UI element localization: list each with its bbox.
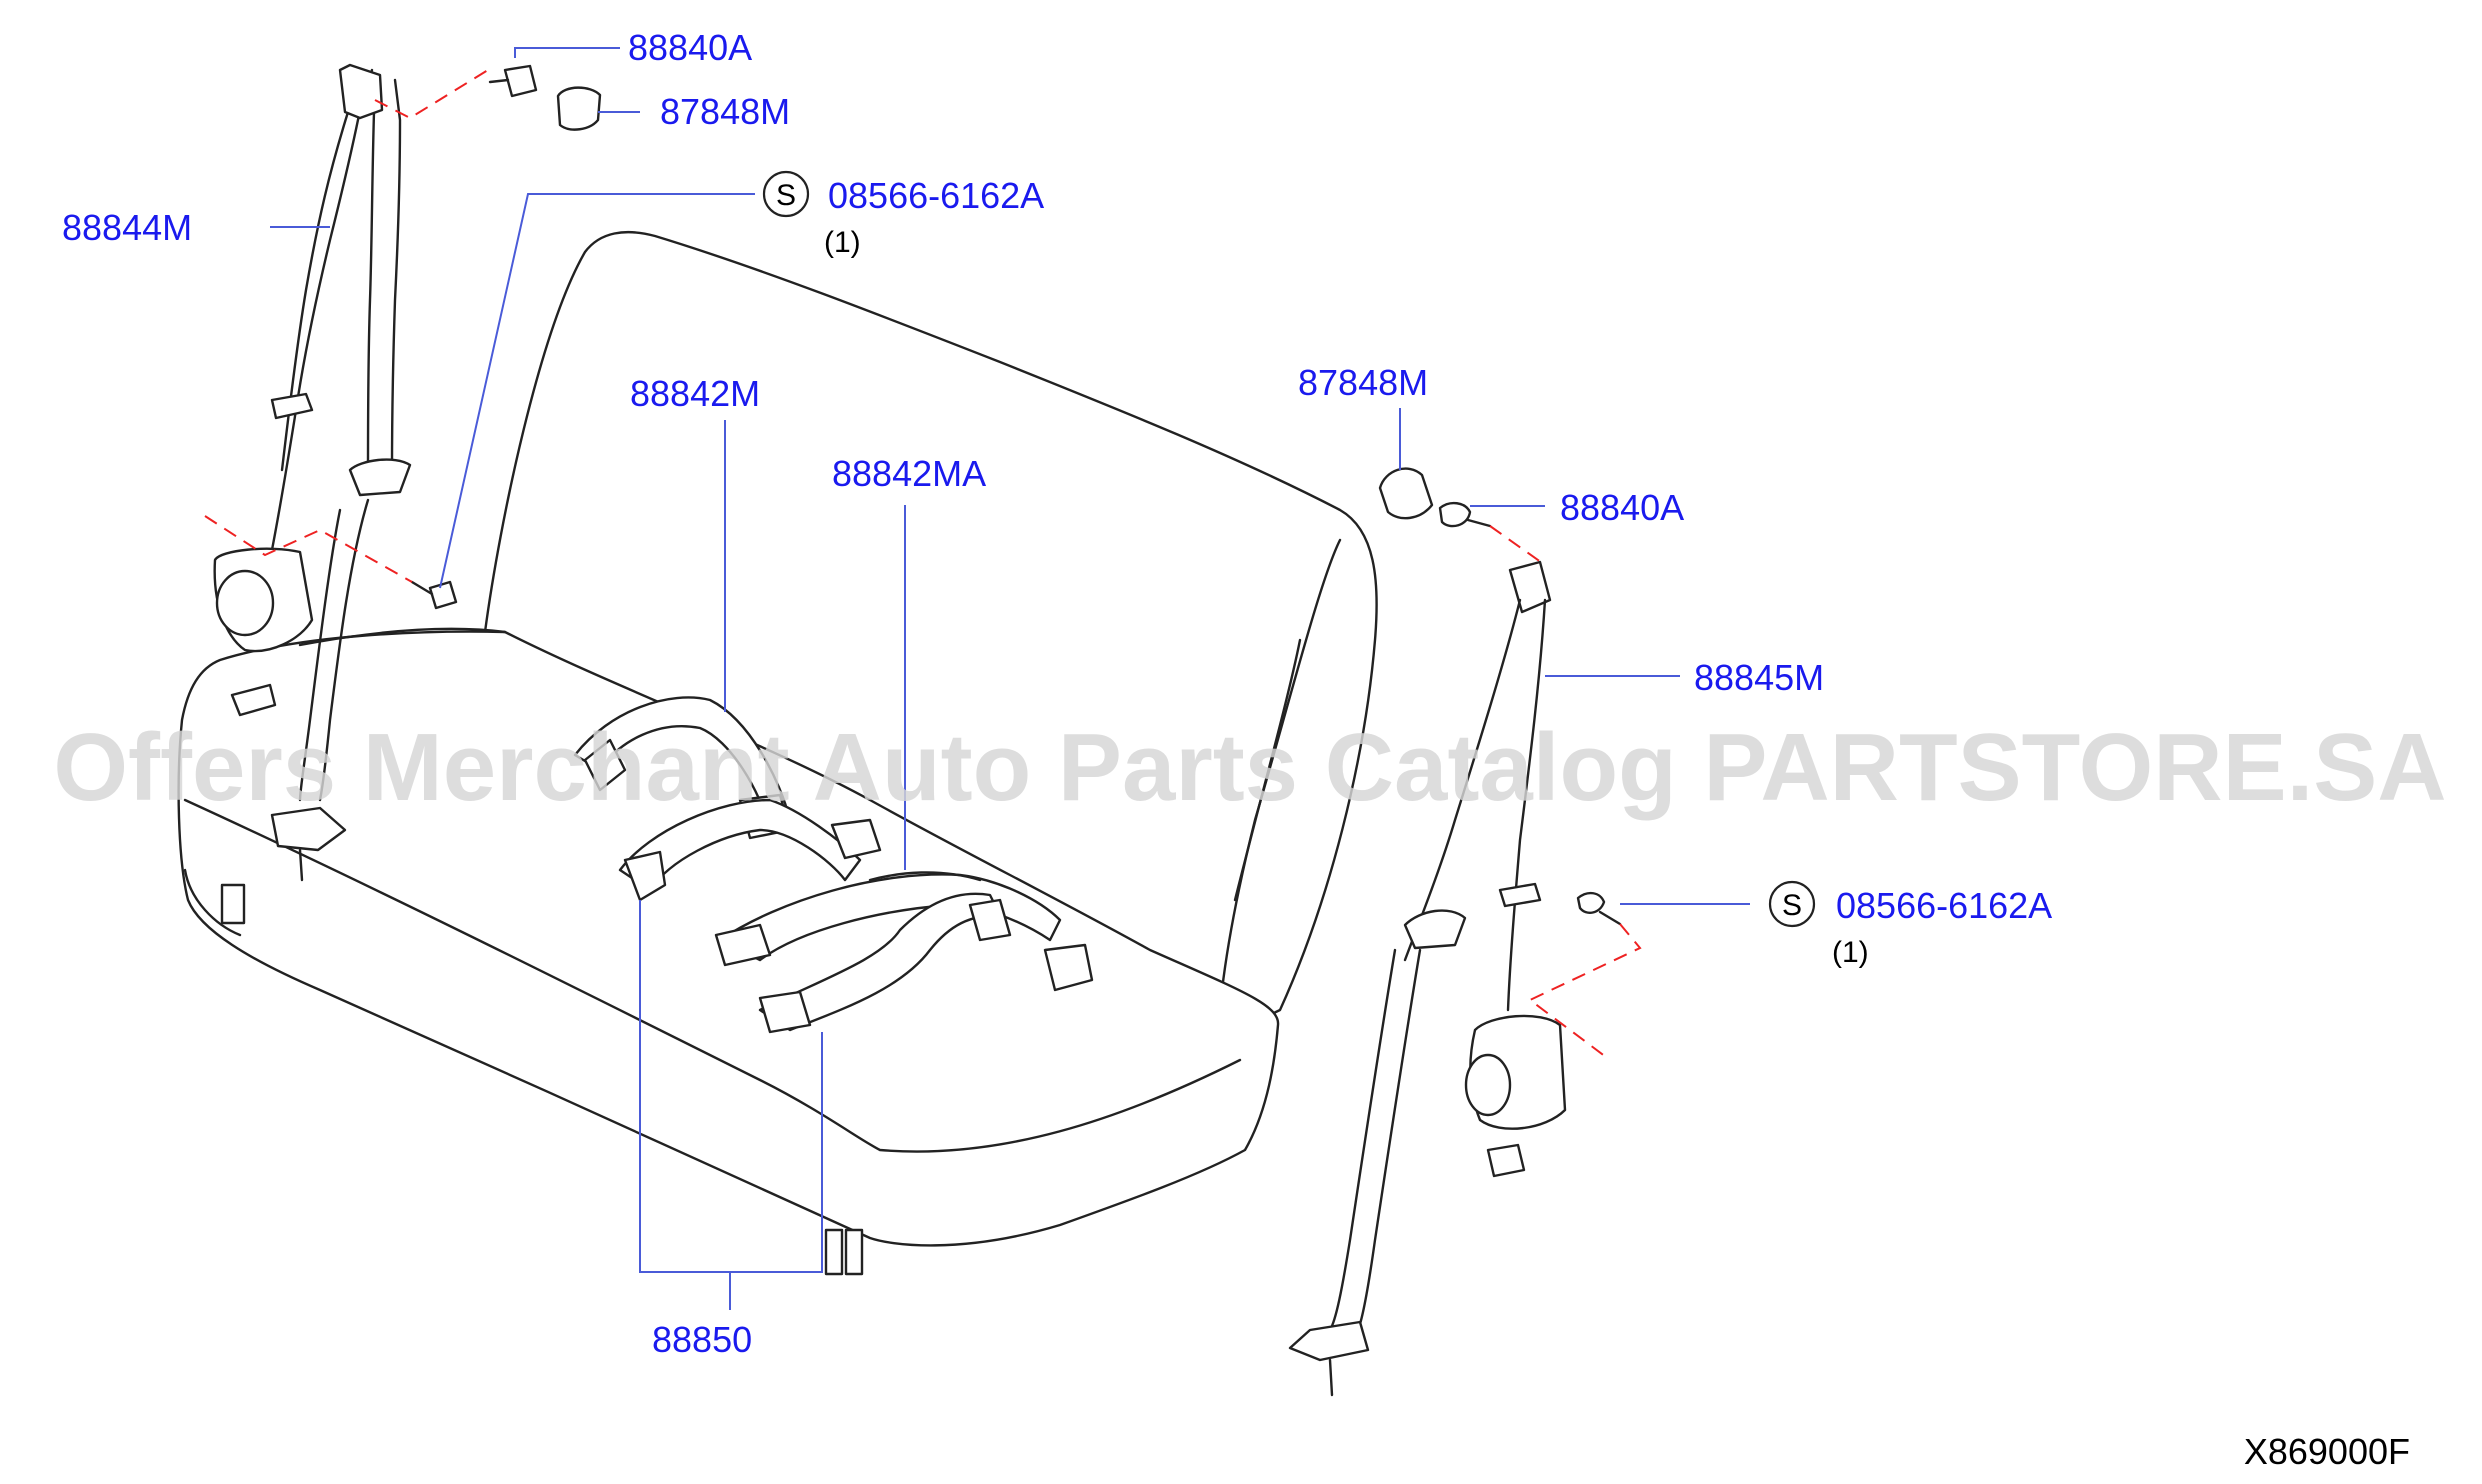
label-left-belt: 88844M	[62, 207, 192, 248]
seat-back-shade	[1233, 638, 1302, 902]
center-buckle-a-tongue	[583, 738, 627, 792]
label-right-cap: 87848M	[1298, 362, 1428, 403]
right-belt-floor-anchor	[1288, 1320, 1370, 1362]
left-lap-strap	[298, 627, 507, 647]
left-screw-head	[428, 580, 458, 610]
left-belt-upper-strap-d	[366, 110, 376, 472]
right-belt-guide	[1498, 882, 1542, 908]
seat-leg-mid	[824, 1228, 844, 1276]
leader-lap-set	[639, 900, 823, 1310]
left-bolt-shank	[488, 78, 510, 84]
label-center-buckle: 88842M	[630, 373, 760, 414]
center-buckle-c-anchor	[830, 818, 882, 860]
right-belt-lower-strap-b	[1356, 948, 1422, 1332]
left-retractor-spool	[215, 569, 275, 637]
leader-left-bolt	[514, 47, 620, 58]
line-art	[177, 63, 1622, 1397]
center-buckle-e-tongue	[758, 990, 812, 1034]
s-letter-left: S	[776, 179, 796, 212]
seat-leg-right	[844, 1228, 864, 1276]
diagram-code: X869000F	[2244, 1431, 2410, 1472]
left-belt-guide	[270, 392, 314, 420]
left-belt-floor-anchor	[270, 806, 347, 852]
label-lap-set: 88850	[652, 1319, 752, 1360]
right-mid-dash	[1528, 923, 1642, 1061]
left-belt-upper-strap	[268, 68, 374, 562]
left-belt-upper-strap-b	[390, 78, 402, 472]
center-buckle-b	[618, 798, 862, 892]
center-buckle-chain	[868, 871, 982, 882]
label-right-screw: 08566-6162A	[1836, 885, 2052, 926]
label-center-buckle-alt: 88842MA	[832, 453, 986, 494]
label-right-bolt: 88840A	[1560, 487, 1684, 528]
center-buckle-g-anchor	[1043, 943, 1094, 992]
right-bolt-shank	[1466, 518, 1492, 528]
seat-leg-left	[220, 883, 246, 925]
right-retractor-spool	[1464, 1053, 1512, 1117]
leader-lines	[270, 47, 1750, 1310]
right-top-dash	[1489, 525, 1546, 566]
center-buckle-f-anchor	[968, 898, 1012, 942]
label-left-screw: 08566-6162A	[828, 175, 1044, 216]
left-screw-shank	[410, 580, 434, 596]
label-right-belt: 88845M	[1694, 657, 1824, 698]
label-left-cap: 87848M	[660, 91, 790, 132]
left-retractor-bolt	[230, 683, 277, 717]
seat-cushion-edge	[183, 798, 1242, 1153]
left-cap	[556, 86, 602, 131]
s-letter-right: S	[1782, 889, 1802, 922]
right-screw-shank	[1598, 910, 1622, 926]
label-left-bolt: 88840A	[628, 27, 752, 68]
right-cap	[1378, 467, 1434, 520]
left-belt-lower-strap	[298, 508, 342, 802]
center-buckle-b-tongue	[623, 850, 667, 902]
left-belt-top-anchor	[338, 63, 384, 120]
right-retractor-bolt	[1486, 1143, 1526, 1178]
right-belt-upper-strap-b	[1506, 598, 1547, 1012]
left-mid-dash	[204, 515, 413, 583]
right-belt-lower-strap-a	[1328, 948, 1397, 1332]
watermark: Offers Merchant Auto Parts Catalog PARTS…	[53, 714, 2446, 821]
seat-back	[483, 230, 1378, 1092]
left-belt-floor-stem	[298, 848, 304, 882]
s-circle-left	[762, 170, 810, 218]
right-screw-head	[1576, 891, 1606, 914]
left-belt-tongue	[348, 458, 412, 497]
left-belt-lower-strap-b	[318, 498, 370, 802]
s-circle-right	[1768, 880, 1816, 928]
install-lines	[204, 69, 1642, 1061]
left-bolt-head	[503, 64, 538, 98]
left-top-dash	[374, 69, 489, 120]
leader-left-screw	[439, 193, 755, 589]
seat-cushion-side	[183, 868, 242, 937]
label-right-screw-qty: (1)	[1832, 936, 1869, 969]
right-belt-floor-stem	[1328, 1358, 1334, 1397]
right-bolt-head	[1438, 501, 1472, 528]
center-buckle-d-tongue	[714, 923, 772, 967]
right-belt-tongue	[1403, 909, 1467, 950]
label-left-screw-qty: (1)	[824, 226, 861, 259]
left-belt-upper-strap-c	[280, 110, 350, 472]
